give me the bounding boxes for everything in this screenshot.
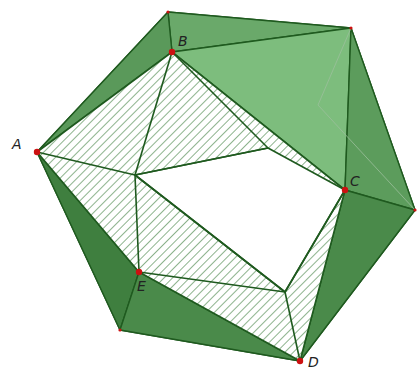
- point-label: A: [12, 137, 22, 151]
- vertex-dots: [34, 10, 417, 364]
- point-label: D: [308, 355, 319, 369]
- point-label: E: [137, 279, 146, 293]
- outer-faces: [37, 12, 415, 361]
- section-plane: [37, 52, 345, 361]
- point-label: B: [178, 34, 188, 48]
- point-label: C: [350, 174, 360, 188]
